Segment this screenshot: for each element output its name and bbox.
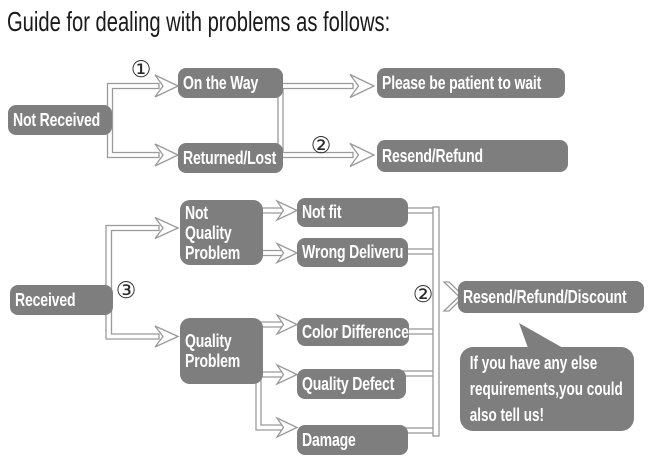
node-label: Resend/Refund — [382, 145, 483, 166]
node-label-line: Not — [185, 202, 208, 223]
node-label: Quality Problem — [185, 331, 240, 371]
speech-bubble-text: If you have any else requirements,you co… — [460, 350, 623, 428]
node-resend-refund-discount: Resend/Refund/Discount — [458, 281, 644, 313]
node-label: Color Difference — [302, 321, 409, 342]
node-label: Damage — [302, 429, 356, 450]
node-not-quality-problem: Not Quality Problem — [180, 200, 263, 265]
speech-bubble: If you have any else requirements,you co… — [460, 347, 634, 431]
node-label-line: Problem — [185, 351, 241, 371]
node-damage: Damage — [297, 425, 408, 455]
node-label-line: Problem — [185, 242, 241, 263]
node-resend-refund: Resend/Refund — [377, 140, 568, 172]
node-label-line: Quality — [185, 222, 232, 243]
bracket-top-middle — [277, 82, 354, 159]
node-quality-defect: Quality Defect — [297, 369, 406, 399]
speech-bubble-line: also tell us! — [469, 405, 545, 425]
speech-bubble-line: If you have any else — [469, 353, 598, 373]
node-label: Not Quality Problem — [185, 203, 240, 263]
collector-line — [432, 206, 440, 437]
node-not-received: Not Received — [8, 105, 112, 135]
node-label: Returned/Lost — [183, 147, 277, 168]
speech-bubble-tail — [519, 323, 563, 348]
arrowhead-to-returned-lost — [154, 143, 180, 167]
node-on-the-way: On the Way — [178, 68, 283, 98]
arrowhead-to-color-difference — [275, 313, 299, 336]
node-label-line: Quality — [185, 331, 232, 351]
step-1-marker: ① — [130, 56, 152, 82]
step-2-marker-top: ② — [310, 132, 332, 158]
arrowhead-to-please-wait — [349, 73, 376, 99]
step-2-marker-right: ② — [412, 281, 434, 307]
node-label: Resend/Refund/Discount — [463, 286, 627, 307]
arrowhead-to-on-the-way — [154, 74, 180, 98]
page-title: Guide for dealing with problems as follo… — [7, 6, 391, 37]
arrowhead-to-quality-problem — [154, 325, 180, 348]
node-label: Wrong Deliveru — [302, 242, 404, 262]
node-label: Please be patient to wait — [382, 72, 542, 93]
arrowhead-to-resend-refund — [349, 142, 376, 168]
bracket-not-received — [106, 82, 160, 159]
arrowhead-to-not-quality-problem — [154, 216, 180, 240]
node-label: Quality Defect — [302, 373, 395, 394]
arrowhead-to-damage — [275, 416, 299, 439]
bracket-received — [105, 224, 160, 340]
node-wrong-delivery: Wrong Deliveru — [297, 238, 408, 267]
arrowhead-to-not-fit — [275, 199, 299, 222]
speech-bubble-line: requirements,you could — [469, 379, 623, 399]
node-label: Not fit — [302, 202, 342, 222]
arrowhead-to-quality-defect — [275, 363, 299, 386]
arrowhead-to-wrong-delivery — [275, 241, 299, 265]
node-color-difference: Color Difference — [297, 318, 409, 346]
step-3-marker: ③ — [115, 277, 137, 303]
node-please-be-patient: Please be patient to wait — [377, 68, 565, 98]
node-returned-lost: Returned/Lost — [178, 143, 283, 173]
node-label: Received — [15, 289, 76, 310]
node-quality-problem: Quality Problem — [180, 318, 263, 384]
node-received: Received — [10, 285, 113, 315]
node-not-fit: Not fit — [297, 198, 408, 227]
node-label: Not Received — [13, 109, 101, 130]
node-label: On the Way — [183, 72, 259, 93]
